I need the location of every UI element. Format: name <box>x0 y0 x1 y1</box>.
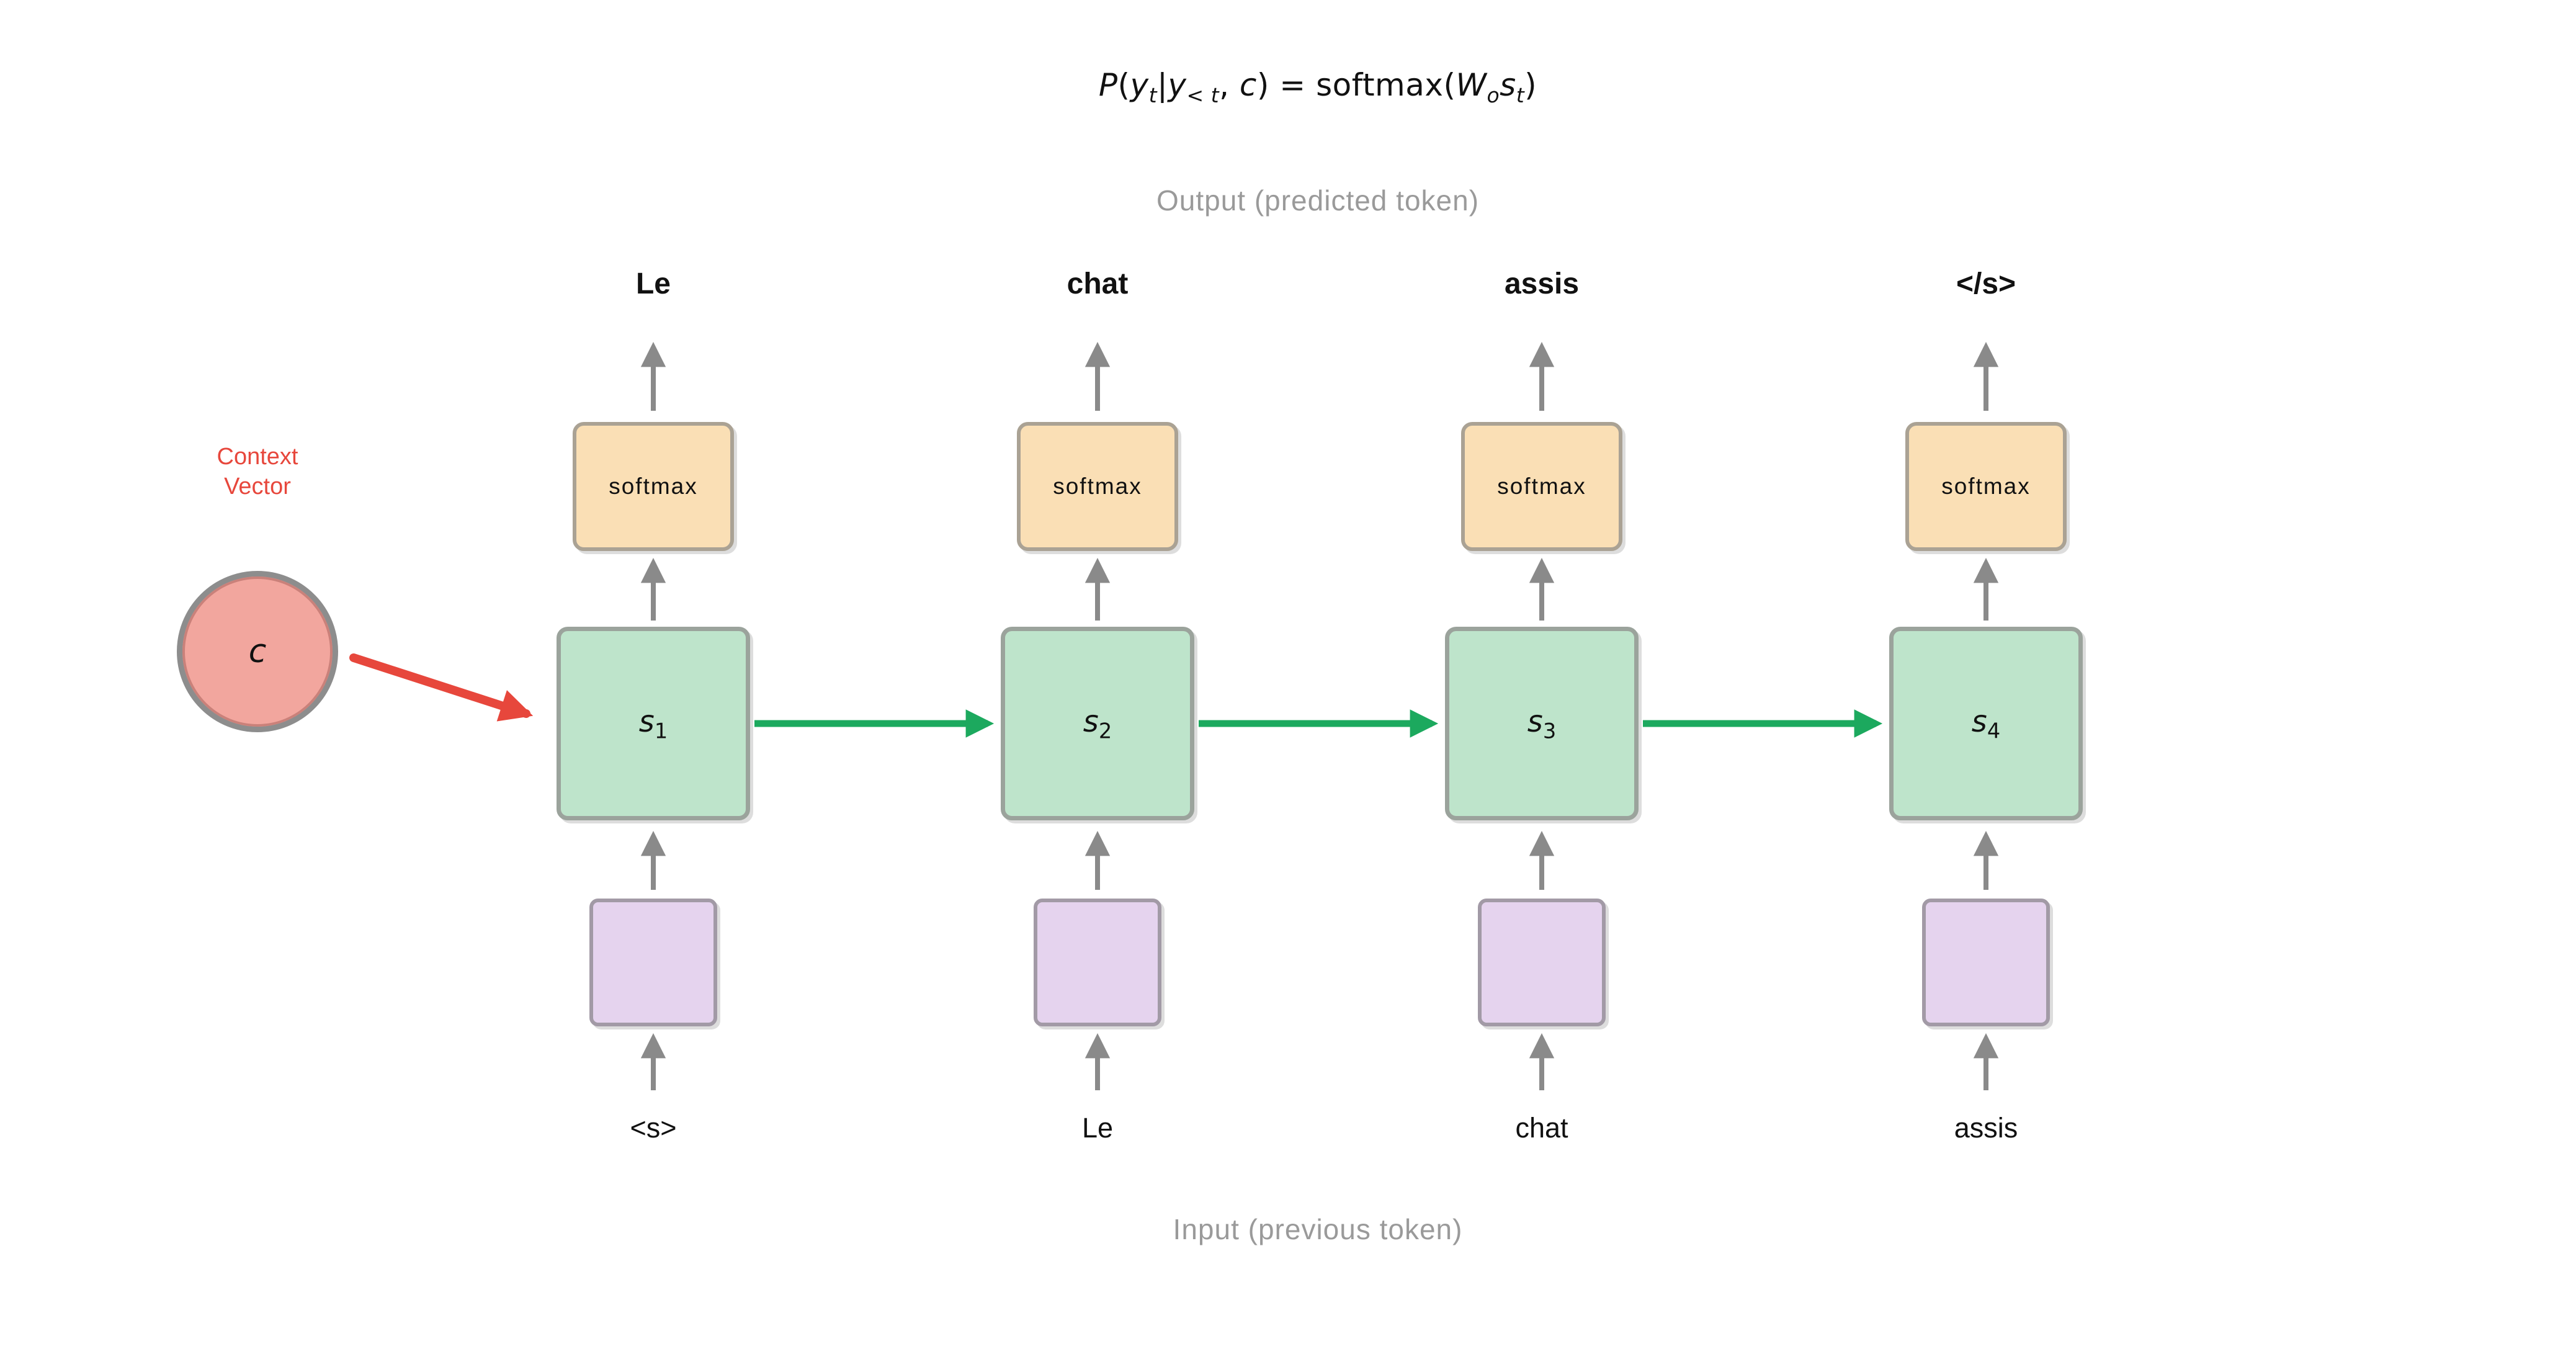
formula-s: s <box>1500 67 1516 103</box>
softmax-box-1: softmax <box>573 422 734 551</box>
formula-c: c <box>1239 67 1257 103</box>
softmax-label-3: softmax <box>1497 473 1586 499</box>
state-sub-2: 2 <box>1098 719 1112 743</box>
formula-softmax: softmax <box>1316 67 1444 103</box>
state-box-s4: s4 <box>1889 627 2083 820</box>
formula-y2: y <box>1168 67 1187 103</box>
state-label-2: s <box>1083 704 1099 739</box>
state-sub-4: 4 <box>1987 719 2001 743</box>
embedding-box-1 <box>589 899 717 1026</box>
formula-W: W <box>1456 67 1487 103</box>
formula-paren: ( <box>1117 67 1130 103</box>
formula-y: y <box>1130 67 1149 103</box>
formula-sub-t2: t <box>1516 83 1525 107</box>
formula-sub-lt: < t <box>1186 83 1220 107</box>
formula-P: P <box>1098 67 1118 103</box>
formula-comma: , <box>1219 67 1240 103</box>
formula-sub-t: t <box>1148 83 1158 107</box>
state-sub-1: 1 <box>654 719 668 743</box>
softmax-box-2: softmax <box>1017 422 1178 551</box>
input-token-2: Le <box>1081 1112 1114 1144</box>
state-label-4: s <box>1971 704 1987 739</box>
formula-equals: = <box>1269 67 1317 103</box>
context-symbol: c <box>248 633 267 670</box>
output-token-4: </s> <box>1956 267 2016 300</box>
state-box-s2: s2 <box>1001 627 1194 820</box>
formula-bar: | <box>1157 67 1168 103</box>
context-label-line2: Vector <box>224 473 291 500</box>
output-token-1: Le <box>635 267 671 300</box>
formula-paren2: ( <box>1443 67 1456 103</box>
formula-paren-close: ) <box>1256 67 1269 103</box>
embedding-box-4 <box>1922 899 2050 1026</box>
embedding-box-2 <box>1034 899 1161 1026</box>
state-box-s3: s3 <box>1445 627 1639 820</box>
formula-sub-o: o <box>1487 83 1500 107</box>
state-label-3: s <box>1527 704 1543 739</box>
softmax-label-4: softmax <box>1941 473 2031 499</box>
context-vector-circle: c <box>177 571 338 732</box>
output-section-label: Output (predicted token) <box>1156 184 1480 217</box>
input-section-label: Input (previous token) <box>1173 1213 1463 1245</box>
state-label-1: s <box>638 704 655 739</box>
formula-paren2-close: ) <box>1524 67 1537 103</box>
arrow-context-to-state1 <box>349 653 534 722</box>
input-token-3: chat <box>1515 1112 1568 1144</box>
context-vector-label: Context Vector <box>102 442 413 501</box>
output-token-3: assis <box>1504 267 1580 300</box>
input-token-4: assis <box>1954 1112 2018 1144</box>
state-sub-3: 3 <box>1542 719 1557 743</box>
softmax-box-3: softmax <box>1461 422 1622 551</box>
embedding-box-3 <box>1478 899 1606 1026</box>
output-token-2: chat <box>1067 267 1129 300</box>
formula: P(yt|y< t, c) = softmax(Wost) <box>61 67 2575 107</box>
context-label-line1: Context <box>217 444 298 470</box>
softmax-label-2: softmax <box>1053 473 1142 499</box>
softmax-box-4: softmax <box>1905 422 2067 551</box>
input-token-1: <s> <box>630 1112 677 1144</box>
state-box-s1: s1 <box>557 627 750 820</box>
softmax-label-1: softmax <box>609 473 698 499</box>
